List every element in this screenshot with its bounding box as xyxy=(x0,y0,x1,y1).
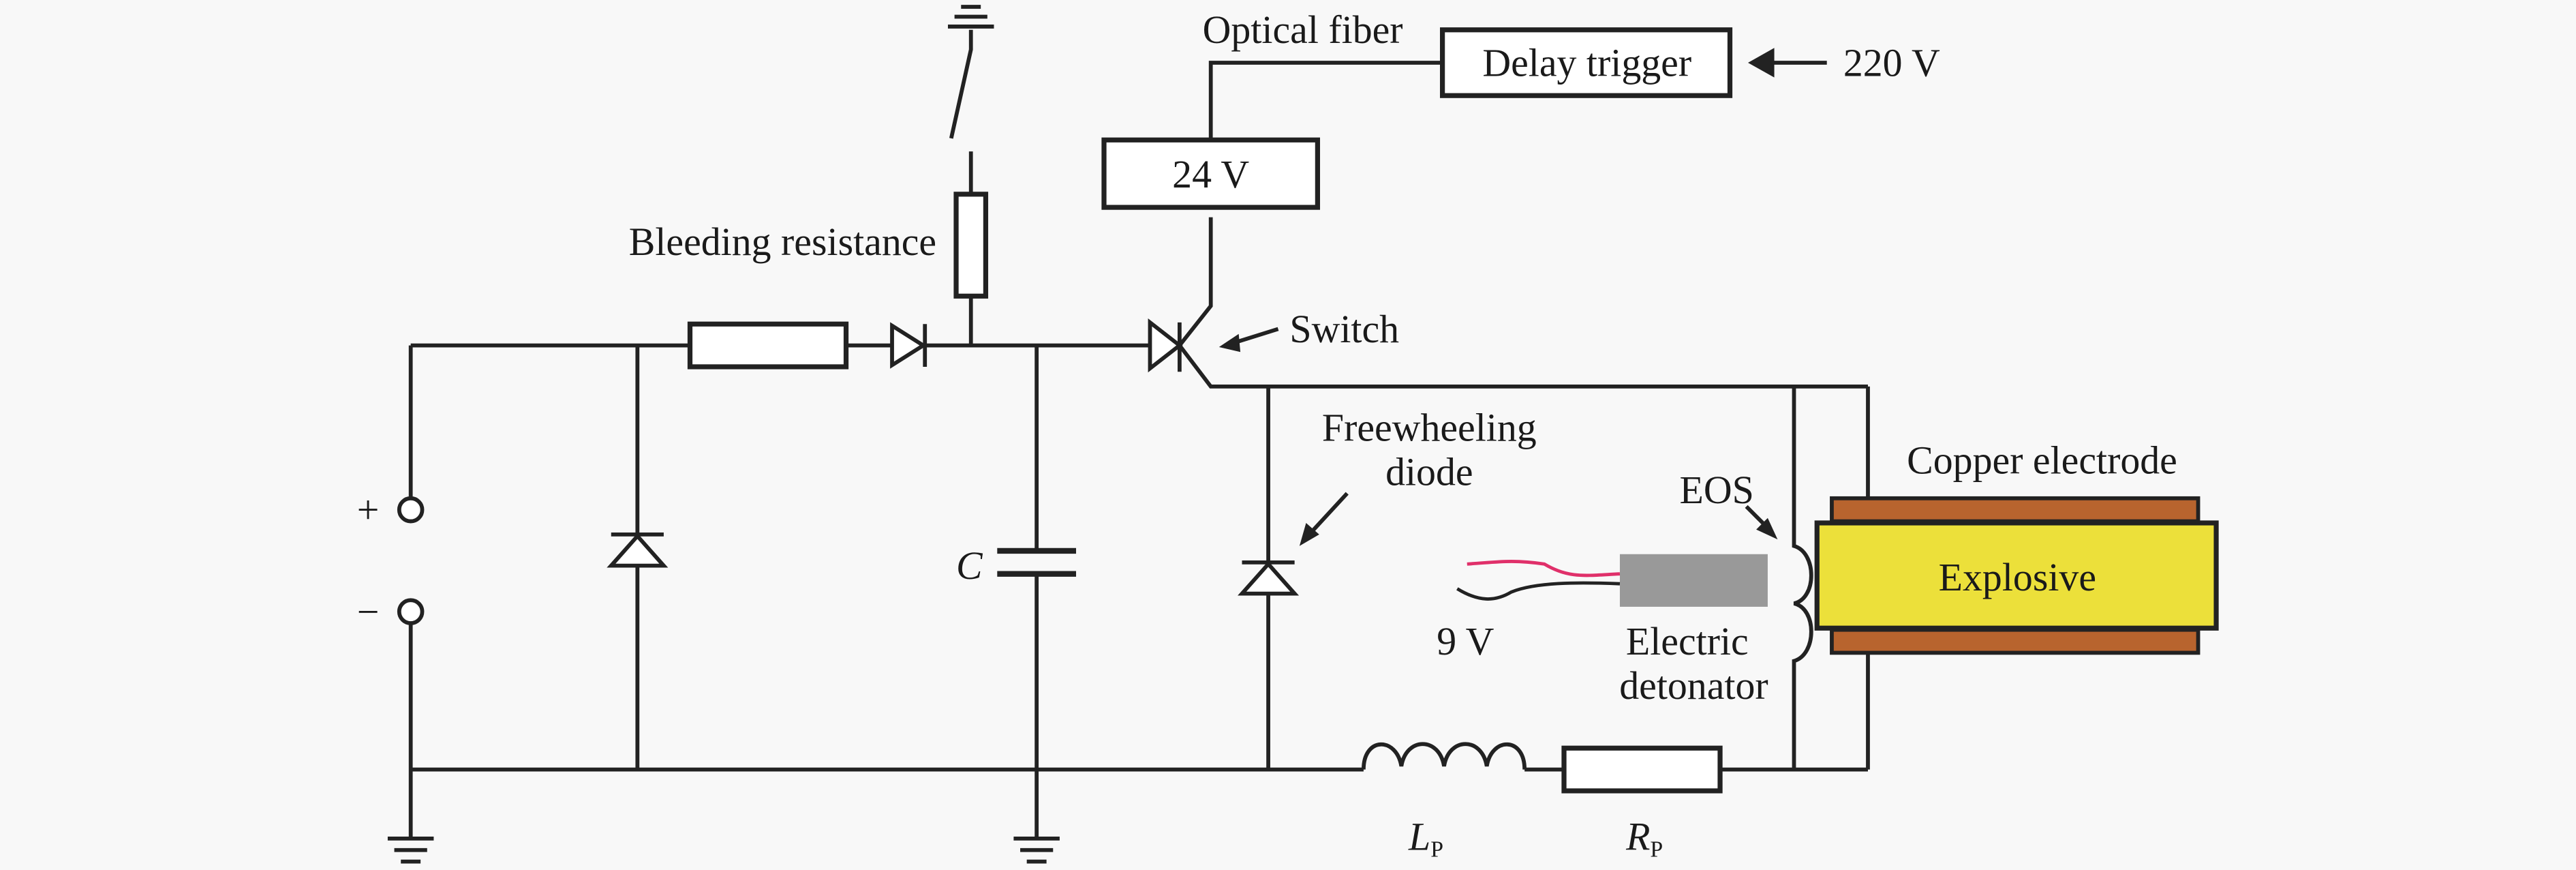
switch-arrow-icon xyxy=(1218,327,1279,352)
detonator-label-line1: Electric xyxy=(1626,619,1749,663)
bleeding-resistance-label: Bleeding resistance xyxy=(629,220,936,264)
switch-label: Switch xyxy=(1289,307,1399,351)
supply-24v-label: 24 V xyxy=(1172,152,1249,196)
ground-top-icon xyxy=(947,5,994,29)
charging-diode-icon xyxy=(890,322,927,369)
explosive-label: Explosive xyxy=(1939,555,2096,599)
ground-left-icon xyxy=(387,836,434,864)
detonator-body xyxy=(1619,554,1768,607)
capacitor-icon xyxy=(997,548,1077,577)
resistor-rp xyxy=(1561,745,1723,794)
optical-fiber-line xyxy=(1208,61,1443,140)
supply-24v-box xyxy=(1101,137,1321,210)
detonator-wire-red xyxy=(1467,560,1621,578)
copper-electrode-top xyxy=(1830,496,2201,524)
ground-center-icon xyxy=(1013,769,1060,864)
input-terminals: + − xyxy=(357,345,425,839)
explosive-block xyxy=(1814,520,2219,631)
copper-electrode-label: Copper electrode xyxy=(1907,438,2177,483)
eos-label: EOS xyxy=(1680,468,1754,512)
detonator-label-line2: detonator xyxy=(1619,663,1768,708)
thyristor-switch-icon xyxy=(1148,217,1868,389)
terminal-plus xyxy=(397,496,425,524)
capacitor-label: C xyxy=(956,543,983,588)
optical-fiber-label: Optical fiber xyxy=(1203,7,1403,52)
resistor-label-main: R xyxy=(1625,815,1650,859)
plus-label: + xyxy=(357,487,380,532)
fw-arrow-icon xyxy=(1299,492,1349,546)
inductor-lp-icon xyxy=(1362,742,1527,770)
battery-9v-label: 9 V xyxy=(1437,619,1494,663)
inductor-label-sub: P xyxy=(1430,837,1443,862)
freewheeling-diode-icon xyxy=(1238,560,1300,596)
minus-label: − xyxy=(357,589,380,633)
delay-trigger-label: Delay trigger xyxy=(1482,40,1691,85)
eos-wire xyxy=(1792,386,1813,770)
resistor-label: RP xyxy=(1625,815,1663,862)
eos-arrow-icon xyxy=(1745,505,1778,540)
copper-electrode-bottom xyxy=(1830,627,2201,655)
inductor-label: LP xyxy=(1408,815,1443,862)
freewheeling-label-line2: diode xyxy=(1385,450,1473,494)
supply-220v-label: 220 V xyxy=(1843,40,1940,85)
inductor-label-main: L xyxy=(1408,815,1430,859)
resistor-label-sub: P xyxy=(1650,837,1663,862)
freewheeling-label-line1: Freewheeling xyxy=(1322,405,1537,449)
detonator-wire-black xyxy=(1456,581,1621,601)
rectifier-diode-icon xyxy=(607,532,669,568)
bleeding-resistor xyxy=(953,192,989,299)
bleed-switch-icon[interactable] xyxy=(949,29,973,139)
charging-resistor xyxy=(687,321,849,370)
input-arrow-icon xyxy=(1748,48,1827,78)
delay-trigger-box xyxy=(1439,27,1733,98)
terminal-minus xyxy=(397,598,425,625)
